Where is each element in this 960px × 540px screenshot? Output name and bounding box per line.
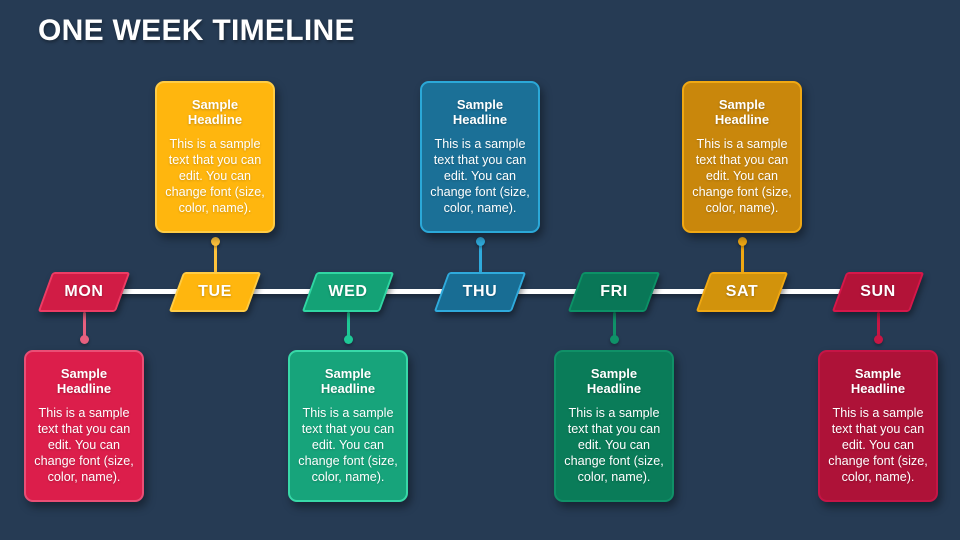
day-label-fri: FRI bbox=[600, 283, 628, 300]
day-marker-tue: TUE bbox=[168, 272, 262, 312]
day-marker-wed: WED bbox=[301, 272, 395, 312]
card-headline-sun: Sample Headline bbox=[850, 366, 906, 397]
card-headline-wed: Sample Headline bbox=[320, 366, 376, 397]
card-body-sun: This is a sample text that you can edit.… bbox=[828, 406, 928, 484]
card-headline-thu: Sample Headline bbox=[452, 97, 508, 128]
slide-title: ONE WEEK TIMELINE bbox=[38, 14, 355, 47]
day-label-mon: MON bbox=[64, 283, 104, 300]
connector-line-thu bbox=[479, 243, 482, 273]
connector-line-wed bbox=[347, 312, 350, 340]
day-label-tue: TUE bbox=[198, 283, 232, 300]
card-headline-fri: Sample Headline bbox=[586, 366, 642, 397]
day-label-sun: SUN bbox=[860, 283, 896, 300]
day-marker-mon: MON bbox=[37, 272, 131, 312]
card-headline-tue: Sample Headline bbox=[187, 97, 243, 128]
connector-dot-sun bbox=[873, 335, 883, 344]
card-body-wed: This is a sample text that you can edit.… bbox=[298, 406, 398, 484]
connector-line-sun bbox=[877, 312, 880, 340]
connector-dot-tue bbox=[210, 237, 220, 246]
day-marker-sat: SAT bbox=[695, 272, 789, 312]
card-body-thu: This is a sample text that you can edit.… bbox=[430, 137, 530, 215]
connector-dot-thu bbox=[475, 237, 485, 246]
day-marker-thu: THU bbox=[433, 272, 527, 312]
card-headline-sat: Sample Headline bbox=[714, 97, 770, 128]
card-body-mon: This is a sample text that you can edit.… bbox=[34, 406, 134, 484]
day-label-wed: WED bbox=[328, 283, 368, 300]
card-body-tue: This is a sample text that you can edit.… bbox=[165, 137, 265, 215]
day-marker-sun: SUN bbox=[831, 272, 925, 312]
connector-line-tue bbox=[214, 243, 217, 273]
connector-line-fri bbox=[613, 312, 616, 340]
card-headline-mon: Sample Headline bbox=[56, 366, 112, 397]
connector-line-sat bbox=[741, 243, 744, 273]
day-label-thu: THU bbox=[462, 283, 498, 300]
connector-dot-sat bbox=[737, 237, 747, 246]
card-body-fri: This is a sample text that you can edit.… bbox=[564, 406, 664, 484]
day-marker-fri: FRI bbox=[567, 272, 661, 312]
card-body-sat: This is a sample text that you can edit.… bbox=[692, 137, 792, 215]
connector-line-mon bbox=[83, 312, 86, 340]
connector-dot-mon bbox=[79, 335, 89, 344]
day-label-sat: SAT bbox=[725, 283, 759, 300]
connector-dot-fri bbox=[609, 335, 619, 344]
connector-dot-wed bbox=[343, 335, 353, 344]
